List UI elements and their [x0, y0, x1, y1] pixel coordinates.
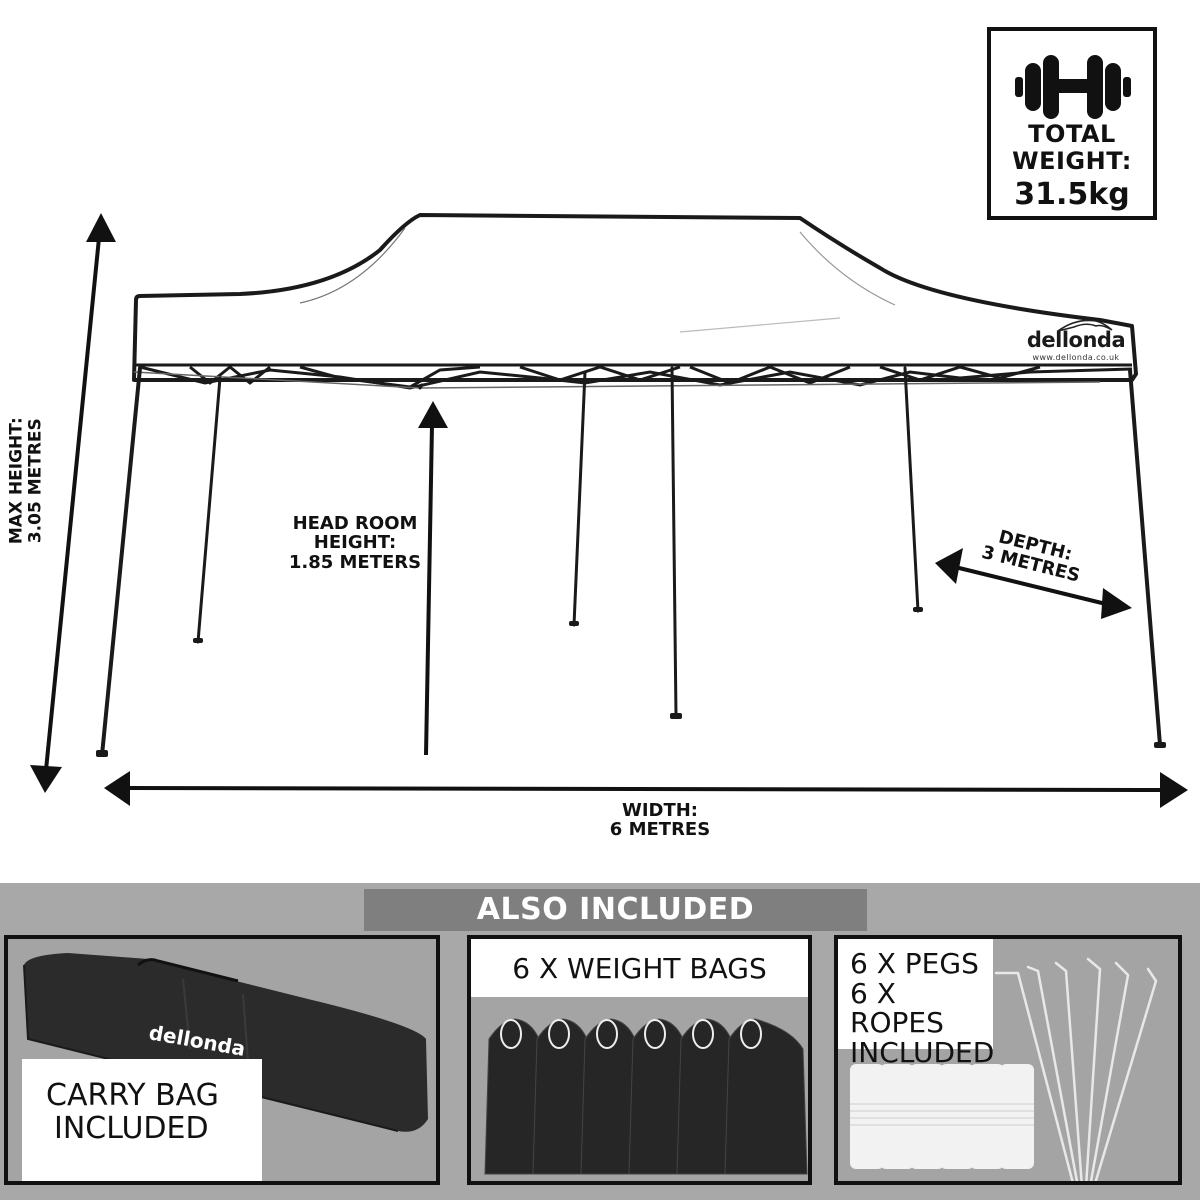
width-arrow: [104, 771, 1188, 808]
depth-arrow: [935, 548, 1132, 619]
pegs-ropes-label: 6 X PEGS 6 X ROPES INCLUDED: [838, 939, 994, 1067]
pegs-ropes-image: [850, 957, 1158, 1181]
carry-bag-label: CARRY BAG INCLUDED: [22, 1059, 262, 1181]
canopy-roof: [132, 213, 1138, 382]
brand-name: dellonda: [1026, 328, 1126, 352]
headroom-arrow: [418, 401, 448, 756]
tent-illustration: [30, 213, 1188, 808]
carry-bag-panel: dellonda CARRY BAG INCLUDED: [4, 935, 440, 1185]
ropes-icon: [850, 1064, 1034, 1169]
wave-logo-icon: [1057, 319, 1113, 332]
truss-frame: [133, 365, 1133, 390]
weight-bags-image: [484, 1018, 808, 1175]
total-weight-value: 31.5kg: [1014, 177, 1130, 212]
brand-url: www.dellonda.co.uk: [1032, 353, 1120, 362]
pegs-icon: [994, 957, 1158, 1181]
total-weight-box: TOTAL WEIGHT: 31.5kg: [987, 27, 1157, 220]
max-height-label: MAX HEIGHT: 3.05 METRES: [6, 417, 45, 545]
weight-bags-label: 6 X WEIGHT BAGS: [471, 939, 808, 997]
headroom-label: HEAD ROOM HEIGHT: 1.85 METERS: [288, 513, 422, 573]
max-height-arrow: [30, 213, 116, 793]
dumbbell-icon: [1015, 55, 1131, 119]
total-weight-title: TOTAL WEIGHT:: [1012, 120, 1132, 175]
tent-dimensions-diagram: dellonda www.dellonda.co.uk TOTAL WEIGHT…: [6, 27, 1188, 841]
canopy-brand-logo: dellonda www.dellonda.co.uk: [1016, 318, 1136, 362]
also-included-header: ALSO INCLUDED: [364, 889, 867, 931]
pegs-ropes-panel: 6 X PEGS 6 X ROPES INCLUDED: [834, 935, 1182, 1185]
width-label: WIDTH: 6 METRES: [609, 800, 711, 841]
carry-bag-image: dellonda: [23, 953, 428, 1132]
tent-legs: [100, 366, 1162, 757]
weight-bags-panel: 6 X WEIGHT BAGS: [467, 935, 812, 1185]
